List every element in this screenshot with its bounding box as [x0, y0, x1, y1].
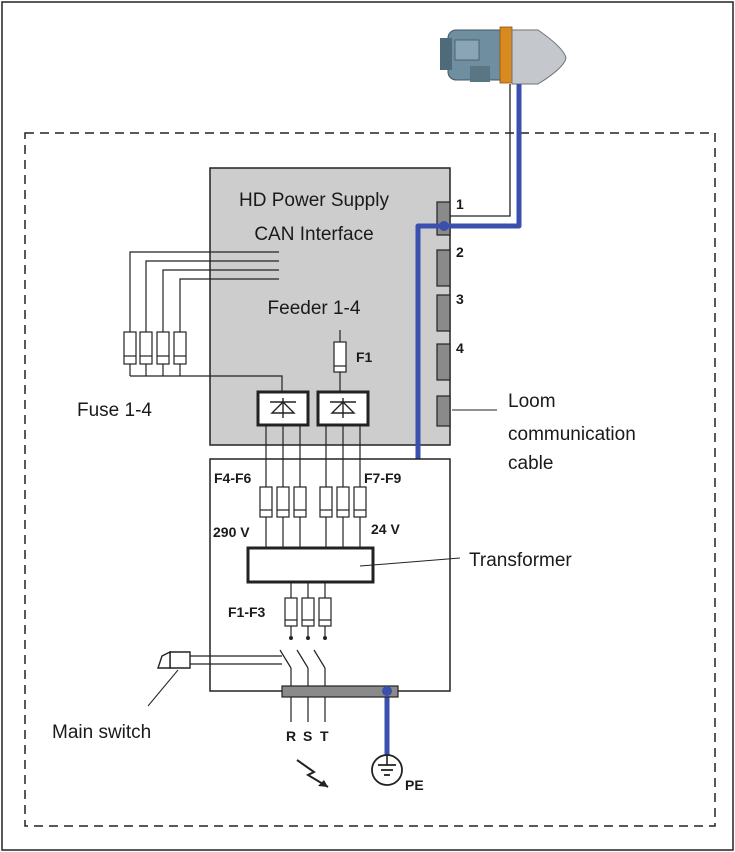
24v-label: 24 V: [371, 521, 400, 537]
busbar: [281, 685, 399, 698]
port-loom: [436, 395, 451, 427]
cabinet-boundary: [24, 132, 716, 827]
port1-label: 1: [456, 196, 464, 212]
feeder-wires: [129, 251, 283, 392]
transformer-label: Transformer: [469, 550, 572, 571]
fuse-group-label: Fuse 1-4: [77, 400, 152, 421]
cable-junction-port1: [439, 221, 449, 231]
cable-junction-busbar: [382, 686, 392, 696]
transformer-input-wires: [290, 582, 326, 636]
main-switch-icon: [157, 650, 282, 669]
f1-fuse: [333, 341, 347, 373]
phase-s-label: S: [303, 728, 312, 744]
phase-r-label: R: [286, 728, 296, 744]
transformer-leader: [359, 557, 461, 567]
loom-device-icon: [440, 26, 567, 85]
port2-label: 2: [456, 244, 464, 260]
ground-icon: [371, 754, 403, 786]
port-2: [436, 249, 451, 287]
f1-f3-label: F1-F3: [228, 604, 266, 620]
port-connectors: [436, 201, 451, 427]
fuses-f4-f9: [259, 486, 367, 518]
loom-label-line3: cable: [508, 453, 553, 474]
pe-label: PE: [405, 777, 424, 793]
rectifier-right: [316, 390, 370, 427]
transformer-block: [246, 546, 375, 584]
f7-f9-label: F7-F9: [364, 470, 402, 486]
phase-t-label: T: [320, 728, 329, 744]
f1-label: F1: [356, 349, 373, 365]
f4-f6-label: F4-F6: [214, 470, 252, 486]
port4-label: 4: [456, 340, 464, 356]
lightning-icon: [296, 759, 329, 788]
device-signal-wire: [450, 84, 511, 217]
loom-label-line2: communication: [508, 424, 636, 445]
f1-f3-terminals: [289, 636, 327, 640]
feeder-label: Feeder 1-4: [268, 298, 361, 319]
rectifier-output-wires: [265, 425, 361, 548]
main-switch-leader: [147, 669, 179, 707]
fuses-1-4: [123, 331, 187, 365]
rectifier-left: [256, 390, 310, 427]
port-4: [436, 343, 451, 381]
psu-title-line2: CAN Interface: [254, 224, 373, 245]
main-switch-label: Main switch: [52, 722, 151, 743]
290v-label: 290 V: [213, 524, 250, 540]
fuses-f1-f3: [284, 597, 332, 627]
loom-label-line1: Loom: [508, 391, 556, 412]
port3-label: 3: [456, 291, 464, 307]
psu-title-line1: HD Power Supply: [239, 190, 389, 211]
port-3: [436, 294, 451, 332]
